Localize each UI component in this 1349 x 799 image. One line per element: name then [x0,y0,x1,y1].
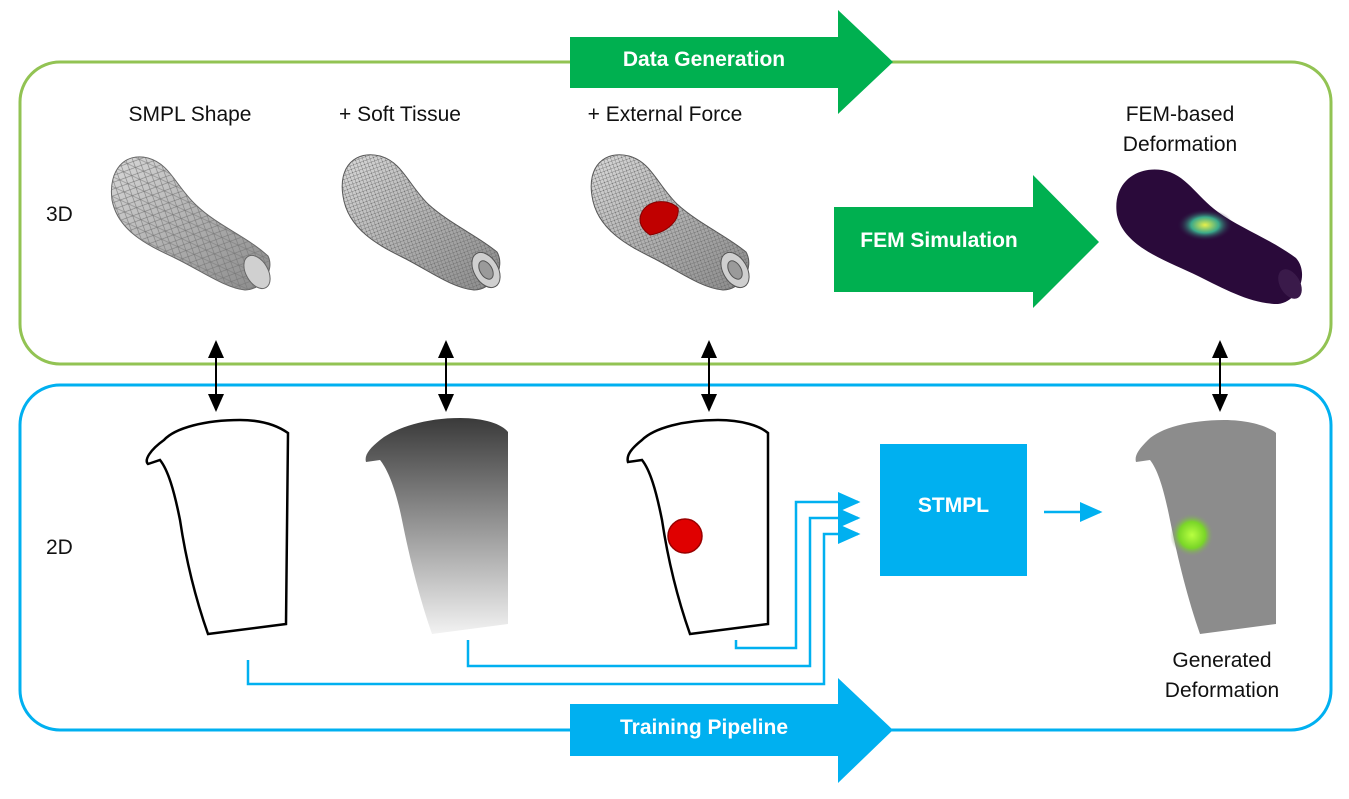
training-pipeline-arrow [570,678,893,783]
force-region [639,201,679,236]
generated-label-line2: Deformation [1164,679,1280,702]
stmpl-bowtie [880,444,1027,576]
route-soft-tissue [466,508,861,668]
force-marker [667,518,703,554]
mesh-smpl-shape [110,156,271,291]
silhouette-soft-tissue [365,418,508,634]
generated-hotspot [1170,513,1214,557]
fem-simulation-label: FEM Simulation [860,229,1018,252]
row-label-2d: 2D [46,536,73,559]
silhouette-smpl [145,418,290,636]
fem-result-label-line1: FEM-based [1125,103,1235,126]
row-label-3d: 3D [46,203,73,226]
col-label-smpl-shape: SMPL Shape [128,103,252,126]
stmpl-label: STMPL [917,494,990,517]
route-smpl [246,524,861,686]
mesh-soft-tissue [341,154,501,291]
fem-simulation-arrow [834,175,1099,308]
mesh-fem-deformation [1116,169,1303,304]
training-pipeline-label: Training Pipeline [619,716,789,739]
fem-result-label-line2: Deformation [1122,133,1238,156]
route-external-force [734,492,861,650]
mesh-external-force [590,154,750,291]
generated-label-line1: Generated [1172,649,1272,672]
data-generation-arrow [570,10,893,114]
col-label-soft-tissue: + Soft Tissue [339,103,461,126]
data-generation-label: Data Generation [622,48,786,71]
col-label-external-force: + External Force [587,103,743,126]
